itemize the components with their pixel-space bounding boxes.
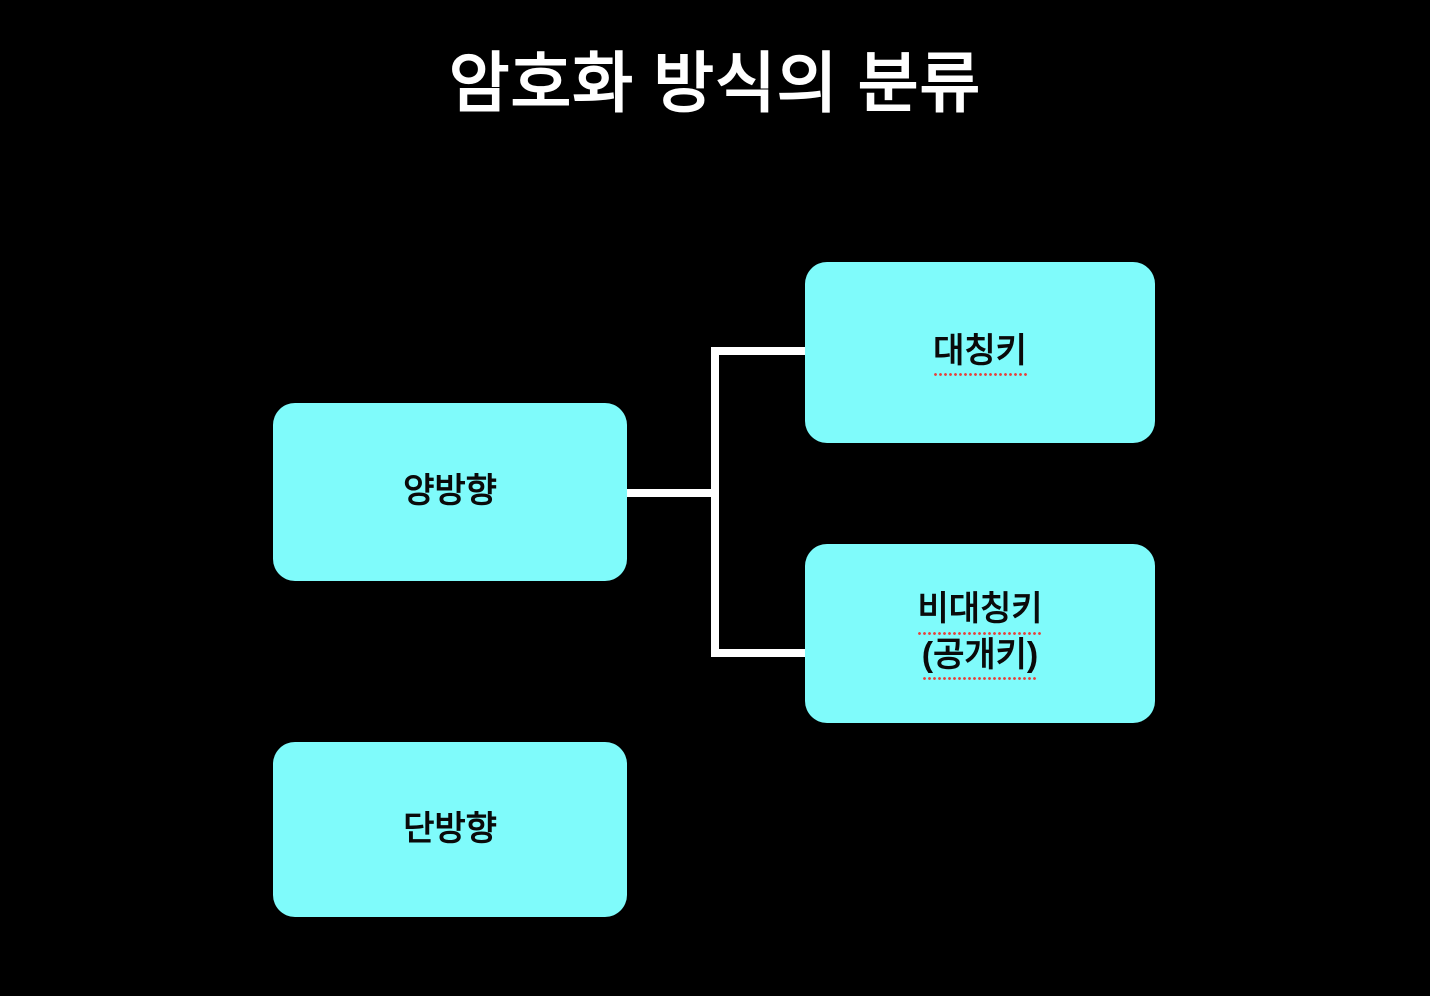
node-unidirectional-labels: 단방향 [403, 808, 497, 852]
node-asymmetric-key-label: 비대칭키 [917, 588, 1043, 635]
node-bidirectional[interactable]: 양방향 [273, 403, 627, 581]
node-bidirectional-labels: 양방향 [403, 470, 497, 514]
node-symmetric-key-line-1: 대칭키 [933, 330, 1027, 376]
connector-branch-to-asymmetric [711, 649, 809, 657]
node-symmetric-key-labels: 대칭키 [933, 330, 1027, 376]
node-unidirectional-label: 단방향 [403, 809, 497, 848]
node-symmetric-key-label: 대칭키 [933, 330, 1027, 376]
connector-stem-bidirectional [627, 489, 713, 497]
connector-spine-vertical [711, 347, 719, 657]
page-title: 암호화 방식의 분류 [448, 46, 982, 120]
node-unidirectional[interactable]: 단방향 [273, 742, 627, 917]
node-asymmetric-key-line-2: (공개키) [917, 634, 1042, 680]
node-bidirectional-label: 양방향 [403, 472, 497, 511]
connector-branch-to-symmetric [711, 347, 809, 355]
node-asymmetric-key-line-1: 비대칭키 [917, 588, 1043, 635]
node-asymmetric-key-sublabel: (공개키) [921, 634, 1039, 680]
node-asymmetric-key[interactable]: 비대칭키 (공개키) [805, 544, 1155, 723]
node-symmetric-key[interactable]: 대칭키 [805, 262, 1155, 443]
node-asymmetric-key-labels: 비대칭키 (공개키) [917, 588, 1043, 680]
